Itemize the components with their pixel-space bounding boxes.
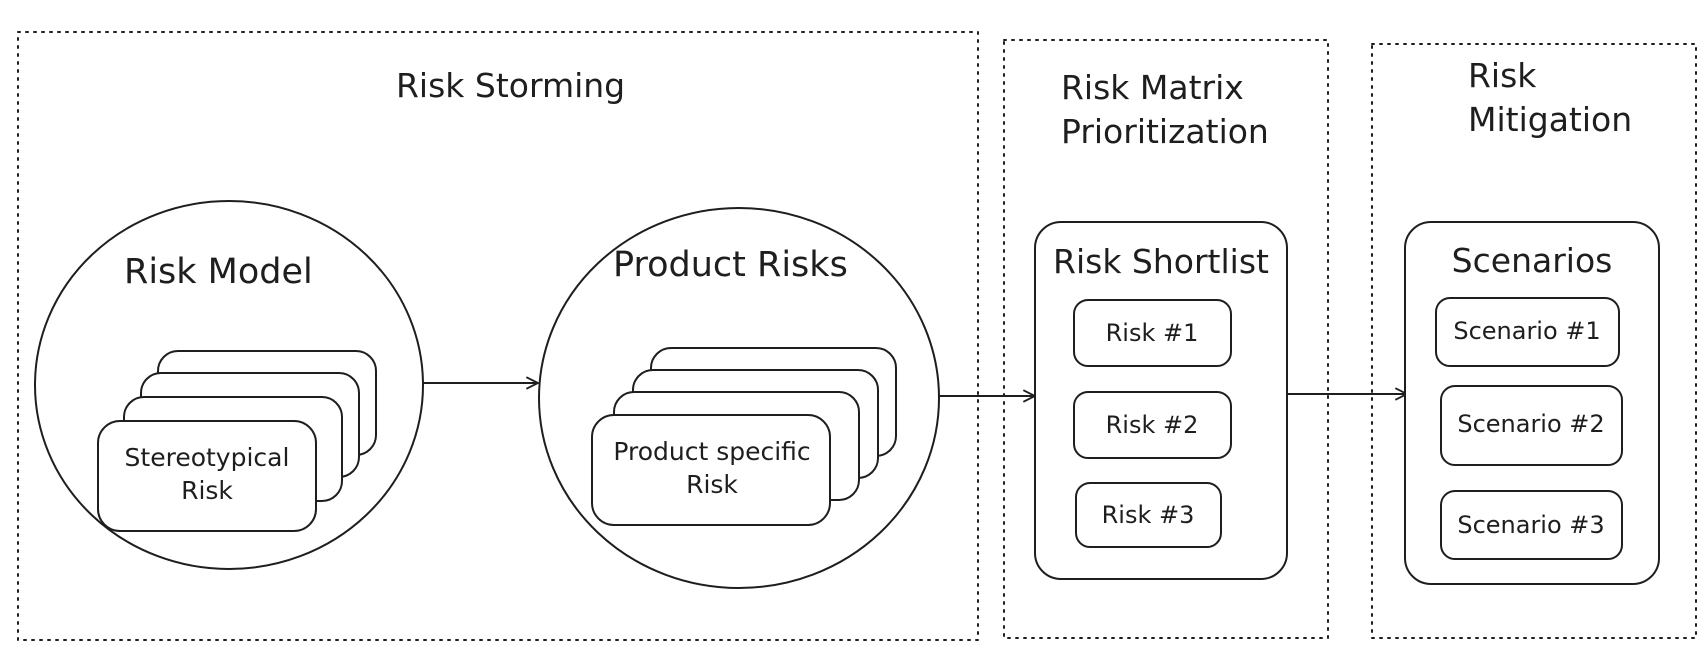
- scenario-item-2-label: Scenario #2: [1457, 410, 1604, 438]
- risk-mitigation-frame: [1371, 43, 1697, 639]
- scenario-item-1-label: Scenario #1: [1453, 317, 1600, 345]
- stereotypical-risk-card: [97, 420, 317, 532]
- risk-storming-title: Risk Storming: [396, 66, 625, 105]
- product-specific-risk-card: [591, 414, 831, 526]
- risk-model-title: Risk Model: [124, 252, 313, 292]
- risk-matrix-frame: [1003, 39, 1329, 639]
- product-specific-risk-label-line1: Product specific: [613, 437, 810, 466]
- risk-item-2-label: Risk #2: [1106, 411, 1199, 439]
- risk-matrix-title-line2: Prioritization: [1061, 112, 1269, 151]
- risk-item-3-box: [1075, 482, 1222, 548]
- product-specific-risk-label-line2: Risk: [686, 470, 738, 499]
- scenario-item-3-label: Scenario #3: [1457, 511, 1604, 539]
- risk-item-1-box: [1073, 299, 1232, 367]
- risk-mitigation-title-line2: Mitigation: [1468, 100, 1632, 139]
- risk-matrix-title-line1: Risk Matrix: [1061, 68, 1244, 107]
- scenarios-title: Scenarios: [1452, 241, 1613, 280]
- risk-storming-frame: [17, 31, 979, 641]
- risk-shortlist-title: Risk Shortlist: [1053, 242, 1269, 281]
- scenario-item-1-box: [1435, 297, 1620, 367]
- stereotypical-risk-label-line1: Stereotypical: [125, 443, 290, 472]
- risk-item-1-label: Risk #1: [1106, 319, 1199, 347]
- risk-item-3-label: Risk #3: [1102, 501, 1195, 529]
- risk-item-2-box: [1073, 391, 1232, 459]
- product-risks-title: Product Risks: [613, 245, 848, 285]
- risk-mitigation-title-line1: Risk: [1468, 56, 1537, 95]
- scenario-item-2-box: [1440, 385, 1623, 466]
- stereotypical-risk-label-line2: Risk: [181, 476, 233, 505]
- scenario-item-3-box: [1440, 490, 1623, 560]
